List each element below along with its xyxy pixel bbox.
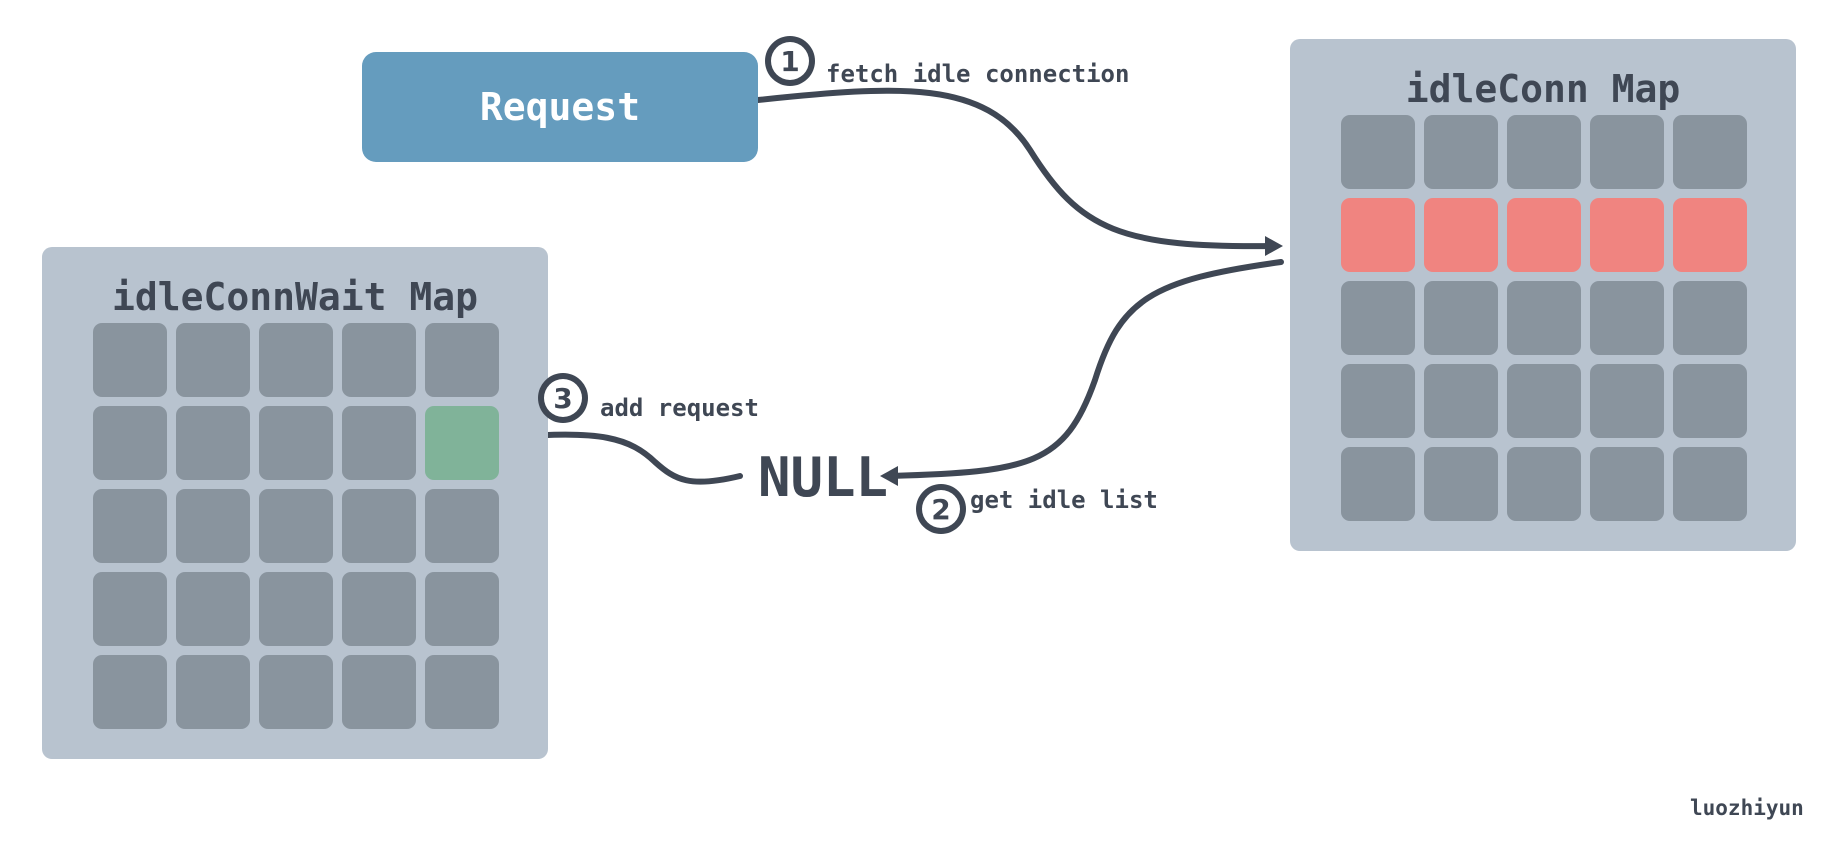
map-slot (1424, 281, 1498, 355)
request-label: Request (479, 85, 641, 129)
map-slot (1507, 447, 1581, 521)
map-slot (1590, 281, 1664, 355)
map-slot (1424, 447, 1498, 521)
request-box: Request (362, 52, 758, 162)
map-slot (1590, 364, 1664, 438)
step-3-number: 3 (544, 379, 582, 417)
map-slot (1590, 115, 1664, 189)
map-slot (1424, 115, 1498, 189)
step-3-badge: 3 (538, 373, 588, 423)
idle-conn-wait-map-grid (93, 323, 499, 729)
map-slot (1507, 115, 1581, 189)
map-slot (1424, 364, 1498, 438)
map-slot (425, 489, 499, 563)
map-slot (342, 323, 416, 397)
idle-conn-map-title: idleConn Map (1405, 67, 1681, 111)
map-slot (176, 323, 250, 397)
step-2-label: get idle list (970, 486, 1158, 514)
map-slot (176, 572, 250, 646)
map-slot (342, 489, 416, 563)
arrow-get-idle-list (887, 259, 1284, 479)
map-slot (1673, 447, 1747, 521)
step-1-label: fetch idle connection (826, 60, 1130, 88)
arrow-get-idle-head (880, 466, 898, 486)
step-1-badge: 1 (765, 36, 815, 86)
null-label: NULL (758, 446, 889, 509)
map-slot (93, 406, 167, 480)
map-slot (425, 406, 499, 480)
map-slot (425, 572, 499, 646)
map-slot (1507, 198, 1581, 272)
idle-conn-wait-map-panel: idleConnWait Map (42, 247, 548, 759)
map-slot (425, 323, 499, 397)
author-signature: luozhiyun (1690, 796, 1804, 820)
map-slot (176, 489, 250, 563)
map-slot (1673, 364, 1747, 438)
map-slot (1507, 281, 1581, 355)
map-slot (93, 572, 167, 646)
map-slot (1507, 364, 1581, 438)
map-slot (259, 406, 333, 480)
idle-conn-map-panel: idleConn Map (1290, 39, 1796, 551)
arrow-add-request (512, 431, 743, 485)
map-slot (176, 655, 250, 729)
map-slot (259, 489, 333, 563)
map-slot (425, 655, 499, 729)
map-slot (259, 323, 333, 397)
map-slot (93, 655, 167, 729)
step-3-label: add request (600, 394, 759, 422)
map-slot (1673, 198, 1747, 272)
map-slot (1424, 198, 1498, 272)
arrow-fetch-idle-connection (755, 87, 1278, 250)
step-2-badge: 2 (916, 484, 966, 534)
map-slot (342, 655, 416, 729)
map-slot (176, 406, 250, 480)
map-slot (259, 655, 333, 729)
map-slot (1673, 115, 1747, 189)
map-slot (1341, 364, 1415, 438)
step-2-number: 2 (922, 490, 960, 528)
map-slot (93, 489, 167, 563)
map-slot (1341, 281, 1415, 355)
map-slot (342, 406, 416, 480)
idle-conn-map-grid (1341, 115, 1747, 521)
map-slot (1590, 447, 1664, 521)
map-slot (259, 572, 333, 646)
map-slot (1590, 198, 1664, 272)
idle-conn-wait-map-title: idleConnWait Map (111, 275, 479, 319)
arrow-fetch-head (1265, 236, 1283, 256)
map-slot (342, 572, 416, 646)
map-slot (1341, 447, 1415, 521)
map-slot (1341, 115, 1415, 189)
step-1-number: 1 (771, 42, 809, 80)
map-slot (1341, 198, 1415, 272)
map-slot (93, 323, 167, 397)
map-slot (1673, 281, 1747, 355)
